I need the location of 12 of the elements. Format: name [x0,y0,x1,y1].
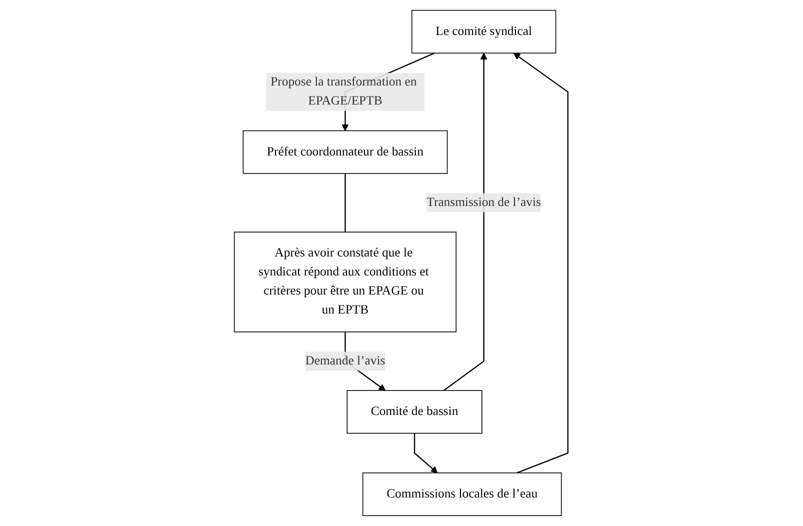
edge-label: Propose la transformation en EPAGE/EPTB [271,75,418,108]
arrow [514,52,569,474]
node-box: Le comité syndical [412,10,557,54]
node-box: Comité de bassin [347,390,483,434]
connector [345,174,346,232]
node-box: Commissions locales de l’eau [362,472,562,516]
arrow [414,433,438,474]
node-box: Préfet coordonnateur de bassin [243,130,448,174]
edge-label: Demande l’avis [306,354,386,368]
edge-label: Transmission de l’avis [427,196,542,210]
arrow [444,52,488,391]
node-box: Après avoir constaté que le syndicat répond aux conditions et critères pour être un EPAGE ou un EPTB [234,232,457,332]
